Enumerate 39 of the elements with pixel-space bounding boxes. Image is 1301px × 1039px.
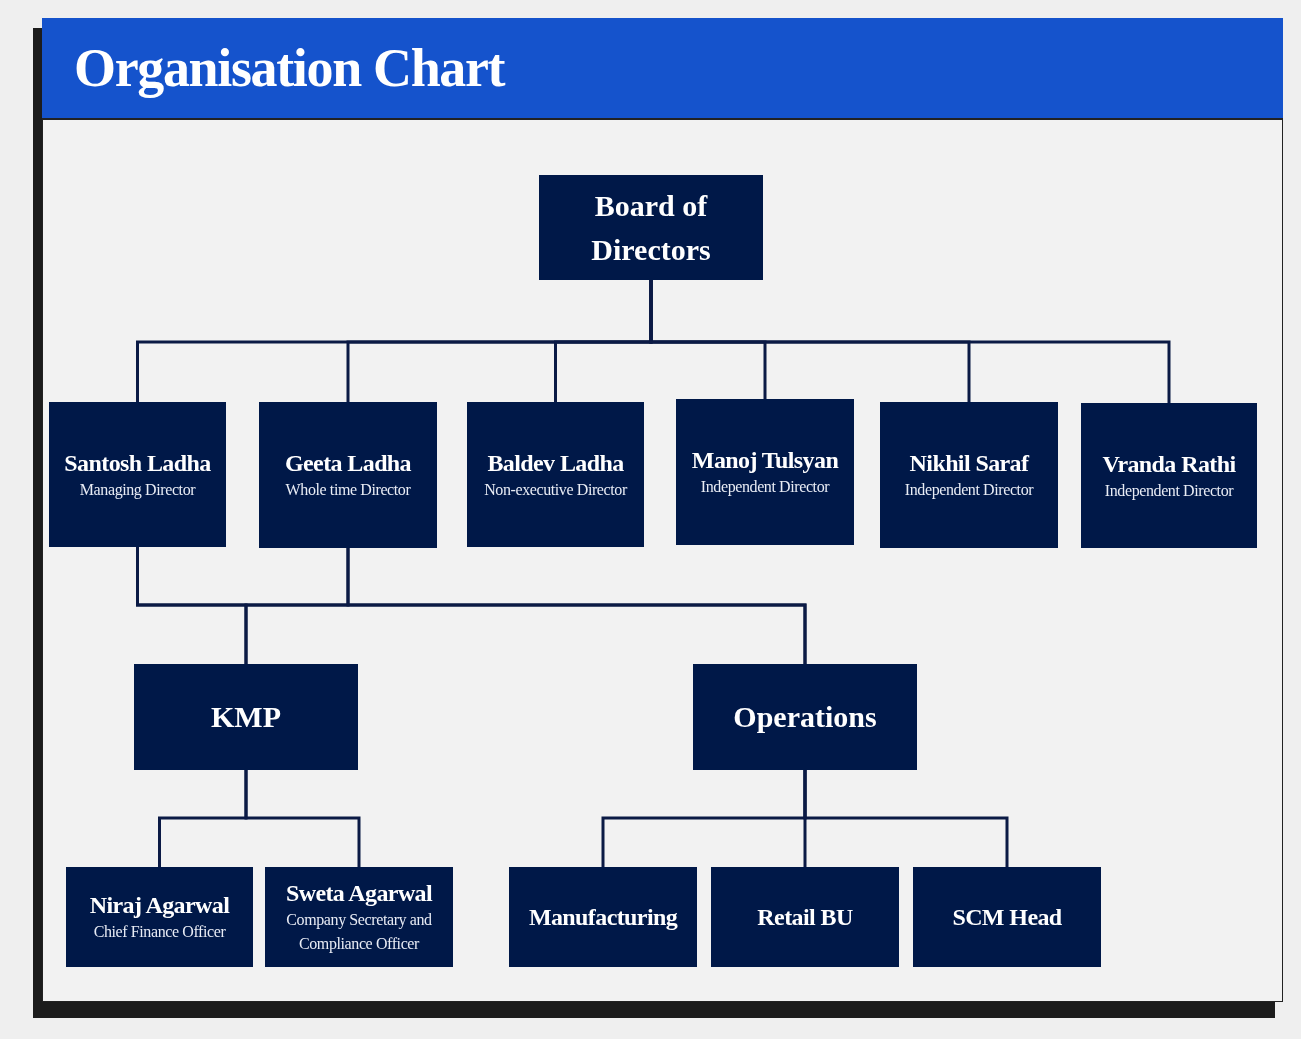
- role-text: Whole time Director: [285, 480, 411, 500]
- box-title: Sweta Agarwal: [285, 879, 433, 908]
- box-title: Manoj Tulsyan: [691, 446, 839, 475]
- box-title: SCM Head: [952, 903, 1062, 932]
- box-title: Board of Directors: [590, 187, 712, 268]
- org-box: [265, 867, 453, 967]
- org-box: [539, 175, 763, 280]
- box-title: Nikhil Saraf: [909, 449, 1029, 478]
- box-title: Manufacturing: [528, 903, 678, 932]
- role-text: Independent Director: [700, 477, 830, 498]
- role-text: Managing Director: [79, 479, 196, 501]
- org-box: [1081, 403, 1257, 548]
- box-title: KMP: [211, 699, 281, 735]
- org-box: [711, 867, 899, 967]
- org-box: [467, 402, 644, 547]
- role-text: Company Secretary and Compliance Officer: [285, 910, 433, 955]
- org-box: [134, 664, 358, 770]
- role-text: Non-executive Director: [484, 479, 627, 500]
- org-box: [913, 867, 1101, 967]
- role-text: Independent Director: [904, 480, 1034, 501]
- box-title: Retail BU: [757, 903, 853, 932]
- org-box: [676, 399, 854, 545]
- org-box: [509, 867, 697, 967]
- org-box: [880, 402, 1058, 548]
- connector-line: [346, 548, 807, 664]
- org-box: [259, 402, 437, 548]
- role-text: Chief Finance Officer: [93, 922, 226, 942]
- box-title: Operations: [733, 699, 877, 735]
- connector-line: [803, 770, 1009, 867]
- box-title: Baldev Ladha: [487, 448, 624, 478]
- box-title: Vranda Rathi: [1102, 449, 1236, 479]
- box-title: Geeta Ladha: [284, 449, 412, 478]
- connector-line: [244, 770, 361, 867]
- box-title: Santosh Ladha: [64, 448, 211, 478]
- org-box: [693, 664, 917, 770]
- org-box: [66, 867, 253, 967]
- box-title: Niraj Agarwal: [89, 891, 230, 920]
- org-box: [49, 402, 226, 547]
- role-text: Independent Director: [1104, 480, 1234, 502]
